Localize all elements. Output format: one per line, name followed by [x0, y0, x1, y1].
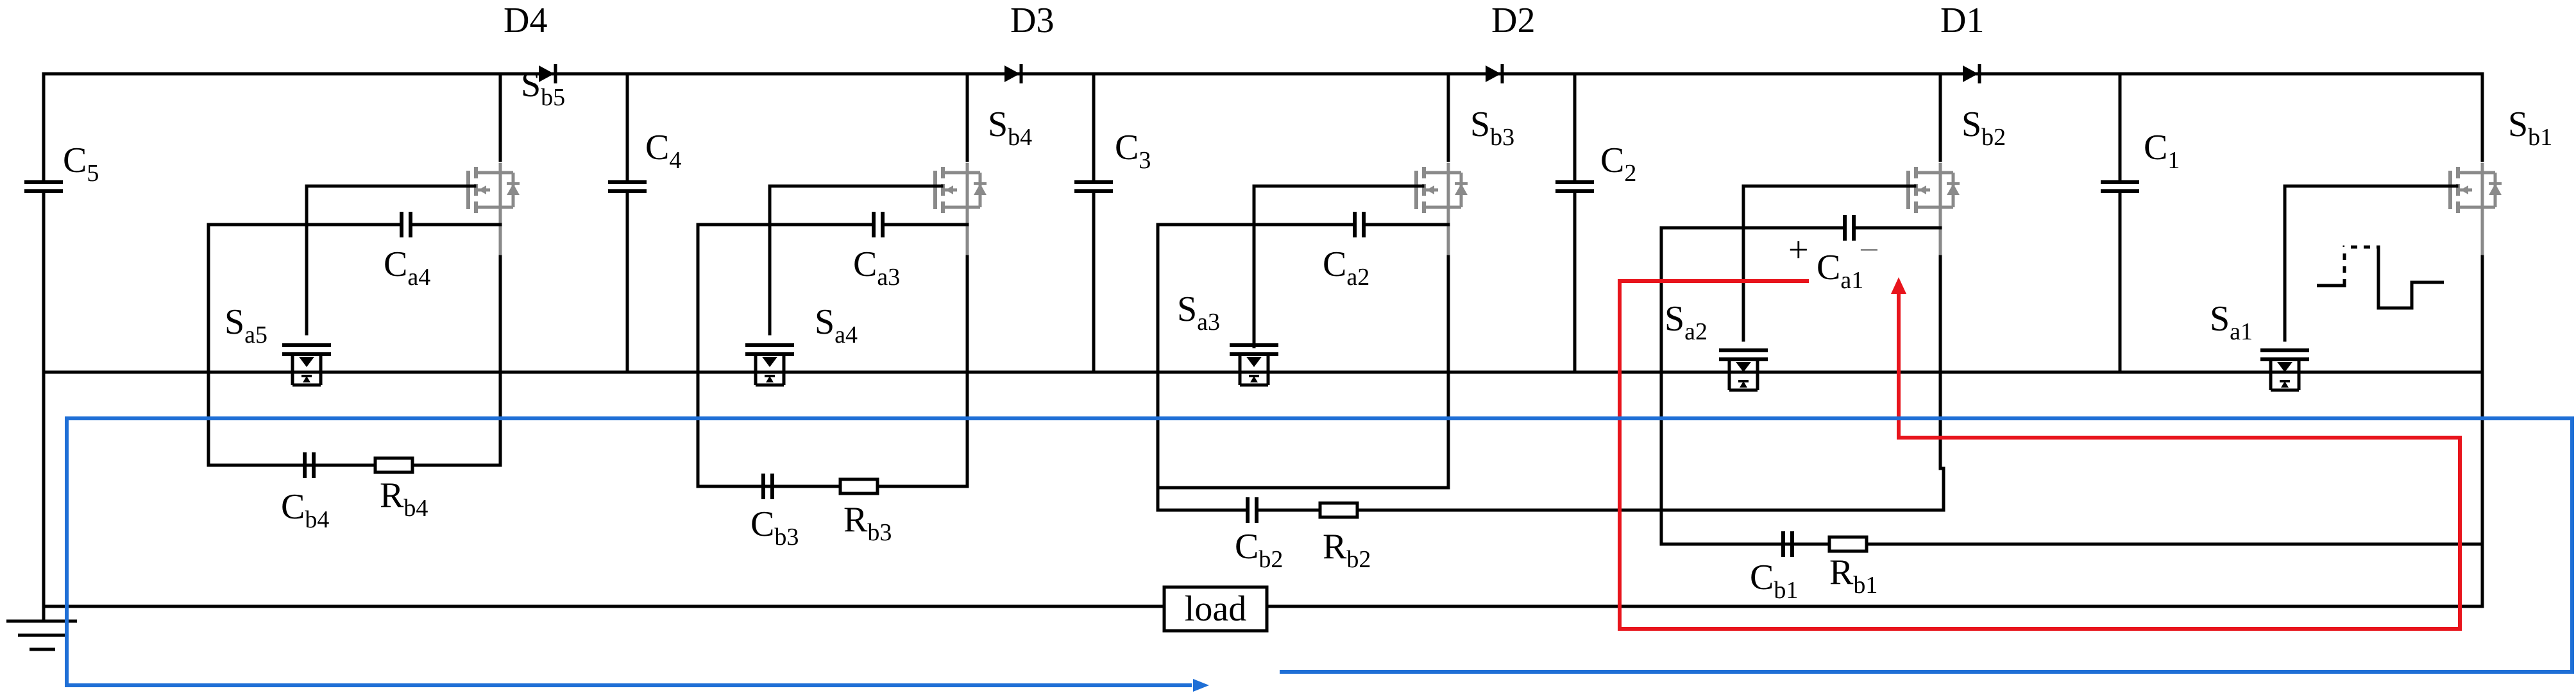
capacitor-c5 — [24, 72, 63, 605]
switch-sb1 — [2450, 72, 2502, 608]
label-c1: C1 — [2144, 128, 2180, 174]
label-c2: C2 — [1600, 141, 1636, 187]
label-cb4: Cb4 — [281, 487, 329, 533]
label-sa4: Sa4 — [815, 302, 858, 348]
switch-sa1 — [2260, 350, 2309, 390]
capacitor-c3 — [1074, 72, 1113, 374]
switch-sa4 — [745, 345, 794, 385]
label-cb2: Cb2 — [1235, 527, 1283, 573]
label-ca4: Ca4 — [384, 244, 430, 291]
label-cb3: Cb3 — [750, 504, 799, 551]
capacitor-c4 — [608, 72, 647, 374]
label-ca2: Ca2 — [1323, 244, 1369, 291]
snubber-cb4-rb4 — [207, 452, 502, 478]
snubber-cb1-rb1 — [1659, 531, 1868, 557]
gate-wires — [305, 184, 2459, 348]
label-sb4: Sb4 — [988, 105, 1032, 151]
label-rb4: Rb4 — [380, 475, 428, 522]
label-rb3: Rb3 — [843, 500, 892, 546]
switch-sa5 — [282, 345, 331, 385]
label-c5: C5 — [63, 141, 99, 187]
label-sa3: Sa3 — [1177, 289, 1220, 336]
label-ca3: Ca3 — [853, 244, 900, 291]
label-sa5: Sa5 — [225, 302, 267, 348]
gate-pulse-waveform — [2317, 245, 2444, 310]
label-d1: D1 — [1940, 1, 1984, 40]
label-sa1: Sa1 — [2210, 299, 2253, 345]
label-sa2: Sa2 — [1665, 299, 1707, 345]
capacitor-c1 — [2101, 72, 2139, 374]
capacitor-ca1 — [1659, 215, 2484, 546]
label-load: load — [1185, 589, 1246, 629]
blue-current-loop — [65, 416, 2574, 692]
minus-sign: − — [1859, 230, 1879, 270]
label-sb5: Sb5 — [521, 65, 565, 111]
diode-d2 — [1486, 64, 1504, 83]
label-sb2: Sb2 — [1962, 105, 2006, 151]
label-c4: C4 — [645, 128, 681, 174]
red-current-loop — [1618, 277, 2462, 631]
diode-d1 — [1963, 64, 1981, 83]
switch-sb2 — [1908, 72, 1960, 470]
snubber-cb2-rb2 — [1156, 466, 1945, 523]
diode-d4 — [539, 64, 557, 83]
snubber-cb3-rb3 — [696, 370, 969, 499]
label-cb1: Cb1 — [1750, 558, 1798, 604]
switch-sa2 — [1719, 350, 1768, 390]
labels: D4 D3 D2 D1 C5 C4 C3 C2 C1 Sb5 Sb4 Sb3 S… — [63, 1, 2552, 629]
plus-sign: + — [1788, 230, 1809, 270]
load-box — [1162, 585, 1269, 633]
label-rb2: Rb2 — [1323, 527, 1371, 573]
label-d3: D3 — [1010, 1, 1054, 40]
capacitor-ca3 — [696, 212, 969, 488]
diode-d3 — [1004, 64, 1023, 83]
label-sb1: Sb1 — [2508, 105, 2552, 151]
label-sb3: Sb3 — [1470, 105, 1514, 151]
capacitor-c2 — [1555, 72, 1594, 374]
label-ca1: Ca1 — [1817, 248, 1863, 294]
label-d4: D4 — [504, 1, 547, 40]
capacitor-ca2 — [1156, 212, 1450, 490]
label-d2: D2 — [1491, 1, 1535, 40]
switch-sa3 — [1230, 345, 1278, 385]
label-rb1: Rb1 — [1829, 552, 1877, 599]
label-c3: C3 — [1115, 128, 1151, 174]
